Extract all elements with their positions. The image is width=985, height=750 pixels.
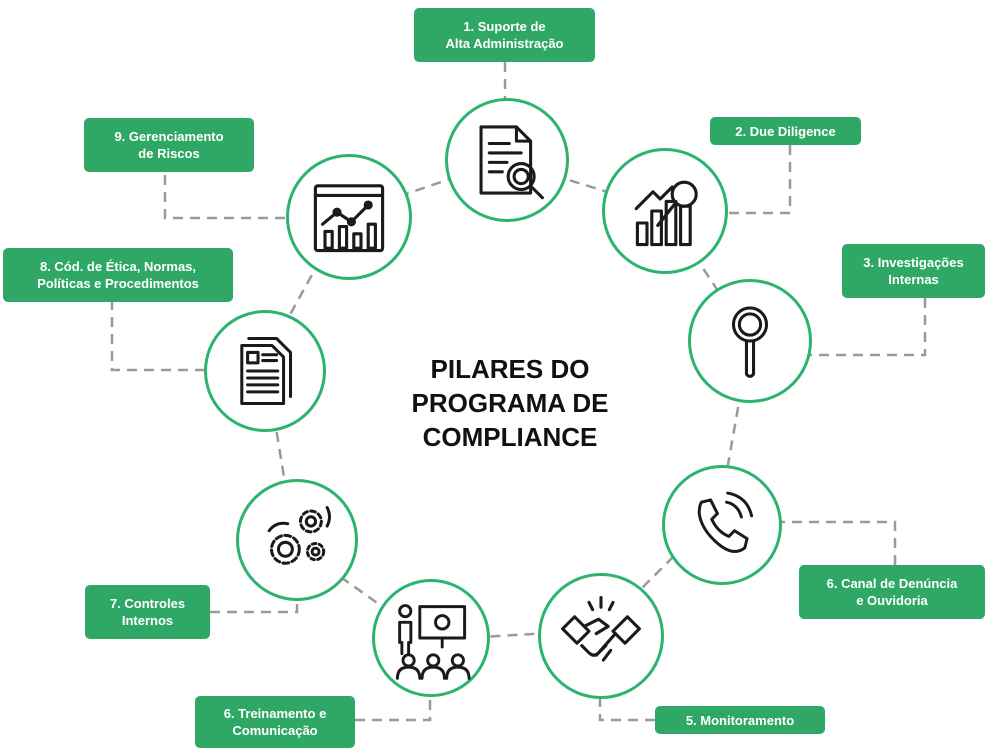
pillar-label-6: 6. Treinamento e Comunicação — [195, 696, 355, 748]
pillar-label-9: 9. Gerenciamento de Riscos — [84, 118, 254, 172]
growth-analysis-icon — [634, 180, 698, 247]
pillar-circle-7 — [236, 479, 358, 601]
pillar-label-3: 3. Investigações Internas — [842, 244, 985, 298]
pillar-circle-3 — [688, 279, 812, 403]
connector-8 — [110, 300, 205, 372]
gears-icon — [267, 506, 331, 565]
connector-3 — [810, 298, 927, 357]
pillar-label-2: 2. Due Diligence — [710, 117, 861, 145]
pillar-circle-2 — [602, 148, 728, 274]
pillar-circle-9 — [286, 154, 412, 280]
pillar-circle-5 — [538, 573, 664, 699]
handshake-icon — [561, 596, 641, 662]
pillar-circle-4 — [662, 465, 782, 585]
diagram-title: PILARES DO PROGRAMA DE COMPLIANCE — [411, 354, 609, 452]
pillar-label-1: 1. Suporte de Alta Administração — [414, 8, 595, 62]
pillar-circle-8 — [204, 310, 326, 432]
pillar-label-5: 5. Monitoramento — [655, 706, 825, 734]
pillar-circle-1 — [445, 98, 569, 222]
pillar-label-7: 7. Controles Internos — [85, 585, 210, 639]
magnifier-icon — [731, 306, 769, 378]
connector-6 — [355, 695, 432, 722]
pillar-circle-6 — [372, 579, 490, 697]
pillar-label-8: 8. Cód. de Ética, Normas, Políticas e Pr… — [3, 248, 233, 302]
connector-5 — [598, 690, 655, 722]
connector-2 — [725, 145, 792, 215]
connector-4 — [780, 520, 897, 565]
document-search-icon — [479, 125, 544, 200]
documents-icon — [240, 337, 293, 405]
presentation-icon — [395, 604, 471, 680]
phone-icon — [697, 491, 754, 553]
connector-7 — [210, 598, 299, 614]
dashboard-chart-icon — [313, 184, 385, 253]
ring-path — [263, 158, 752, 642]
connector-9 — [163, 175, 285, 220]
pillar-label-4: 6. Canal de Denúncia e Ouvidoria — [799, 565, 985, 619]
